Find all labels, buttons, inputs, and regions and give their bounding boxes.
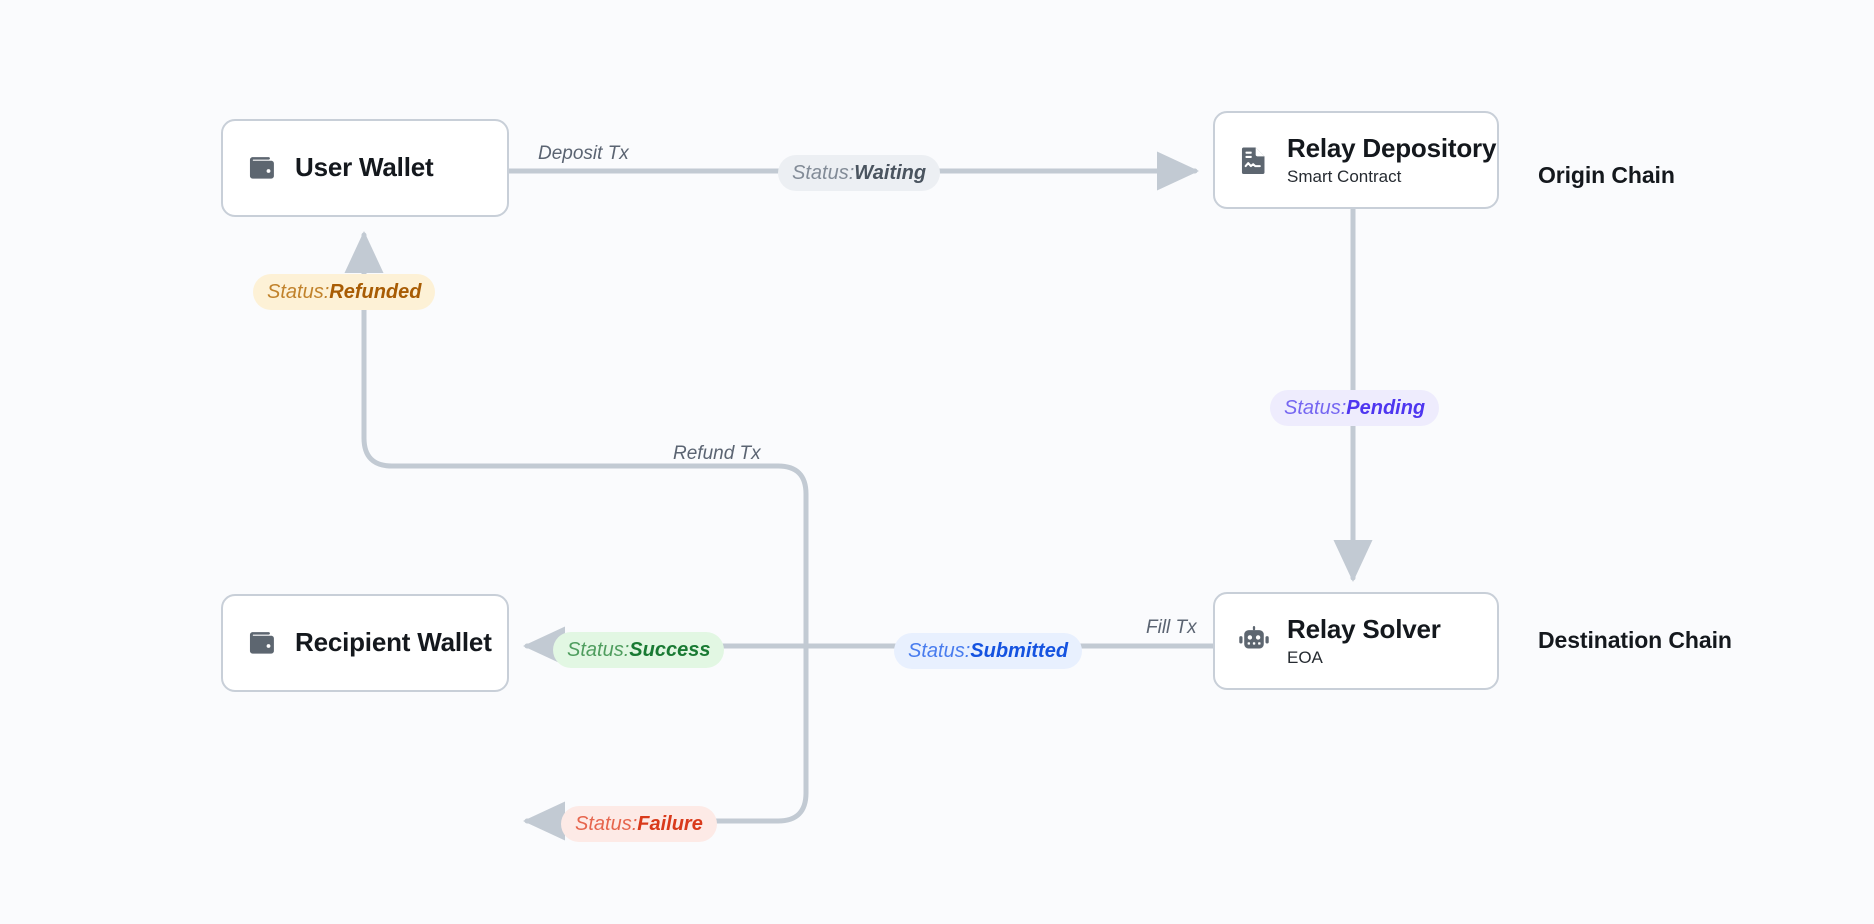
status-badge-refunded-key: Status: xyxy=(267,281,330,303)
edge-label-deposit-tx: Deposit Tx xyxy=(538,143,629,164)
edge-label-refund-tx: Refund Tx xyxy=(673,443,761,464)
contract-document-icon xyxy=(1241,147,1265,175)
node-relay-solver-text: Relay Solver EOA xyxy=(1287,613,1441,667)
region-label-destination-chain: Destination Chain xyxy=(1538,627,1732,653)
status-badge-submitted: Status:Submitted xyxy=(894,633,1083,669)
status-badge-failure-value: Failure xyxy=(637,813,703,835)
robot-icon xyxy=(1239,625,1269,649)
status-badge-submitted-key: Status: xyxy=(908,640,971,662)
node-recipient-wallet-text: Recipient Wallet xyxy=(295,627,492,658)
edge-label-fill-tx: Fill Tx xyxy=(1146,617,1197,638)
node-recipient-wallet[interactable]: Recipient Wallet xyxy=(221,594,509,692)
node-relay-solver[interactable]: Relay Solver EOA xyxy=(1213,592,1499,690)
status-badge-waiting: Status:Waiting xyxy=(778,155,941,191)
status-badge-submitted-value: Submitted xyxy=(970,640,1069,662)
status-badge-pending-key: Status: xyxy=(1284,397,1347,419)
region-label-origin-chain: Origin Chain xyxy=(1538,162,1675,188)
wallet-icon xyxy=(249,157,274,179)
node-relay-solver-title: Relay Solver xyxy=(1287,613,1441,644)
node-user-wallet-title: User Wallet xyxy=(295,152,434,183)
status-badge-success-value: Success xyxy=(629,639,711,661)
edge-failure xyxy=(522,643,809,841)
node-user-wallet[interactable]: User Wallet xyxy=(221,119,509,217)
status-badge-failure-key: Status: xyxy=(575,813,638,835)
status-badge-pending: Status:Pending xyxy=(1270,390,1440,426)
node-recipient-wallet-title: Recipient Wallet xyxy=(295,627,492,658)
status-badge-refunded-value: Refunded xyxy=(329,281,422,303)
node-user-wallet-text: User Wallet xyxy=(295,152,434,183)
node-relay-solver-subtitle: EOA xyxy=(1287,647,1323,667)
wallet-icon xyxy=(249,632,274,654)
node-relay-depository-subtitle: Smart Contract xyxy=(1287,166,1402,186)
status-badge-waiting-key: Status: xyxy=(792,162,855,184)
status-badge-pending-value: Pending xyxy=(1346,397,1426,419)
node-relay-depository-text: Relay Depository Smart Contract xyxy=(1287,132,1497,186)
node-relay-depository-title: Relay Depository xyxy=(1287,132,1497,163)
node-relay-depository[interactable]: Relay Depository Smart Contract xyxy=(1213,111,1499,209)
status-badge-success: Status:Success xyxy=(553,632,725,668)
status-badge-success-key: Status: xyxy=(567,639,630,661)
status-badge-waiting-value: Waiting xyxy=(854,162,927,184)
status-badge-refunded: Status:Refunded xyxy=(253,274,436,310)
status-badge-failure: Status:Failure xyxy=(561,806,717,842)
